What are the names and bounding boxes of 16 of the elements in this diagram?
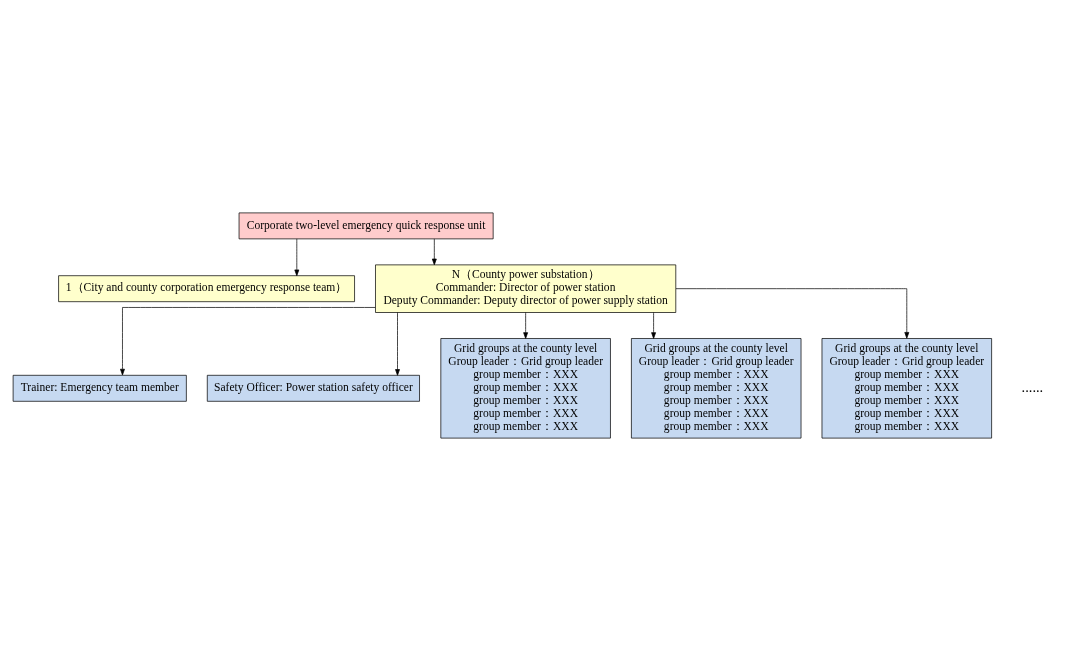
- node-box: Grid groups at the county level Group leader：Grid group leader group member：XXX group member：XXX group member：XXX group member：XXX group member：XXX: [821, 338, 992, 439]
- arrow: [651, 312, 656, 339]
- node-box: Corporate two-level emergency quick response unit: [238, 212, 494, 240]
- label: ......: [1021, 378, 1044, 395]
- node-box: Safety Officer: Power station safety officer: [206, 374, 420, 402]
- node-box: Grid groups at the county level Group leader：Grid group leader group member：XXX group member：XXX group member：XXX group member：XXX group member：XXX: [631, 338, 802, 439]
- node-box: N（County power substation） Commander: Director of power station Deputy Commander: Deputy director of power supply station: [375, 264, 677, 313]
- arrow: [523, 312, 528, 339]
- node-box: 1（City and county corporation emergency response team）: [58, 275, 355, 303]
- arrow: [294, 238, 300, 277]
- arrow: [120, 307, 376, 376]
- node-box: Grid groups at the county level Group leader：Grid group leader group member：XXX group member：XXX group member：XXX group member：XXX group member：XXX: [440, 338, 611, 439]
- node-box: Trainer: Emergency team member: [12, 374, 187, 402]
- arrow: [431, 238, 437, 266]
- arrow: [675, 288, 910, 339]
- arrow: [395, 312, 400, 376]
